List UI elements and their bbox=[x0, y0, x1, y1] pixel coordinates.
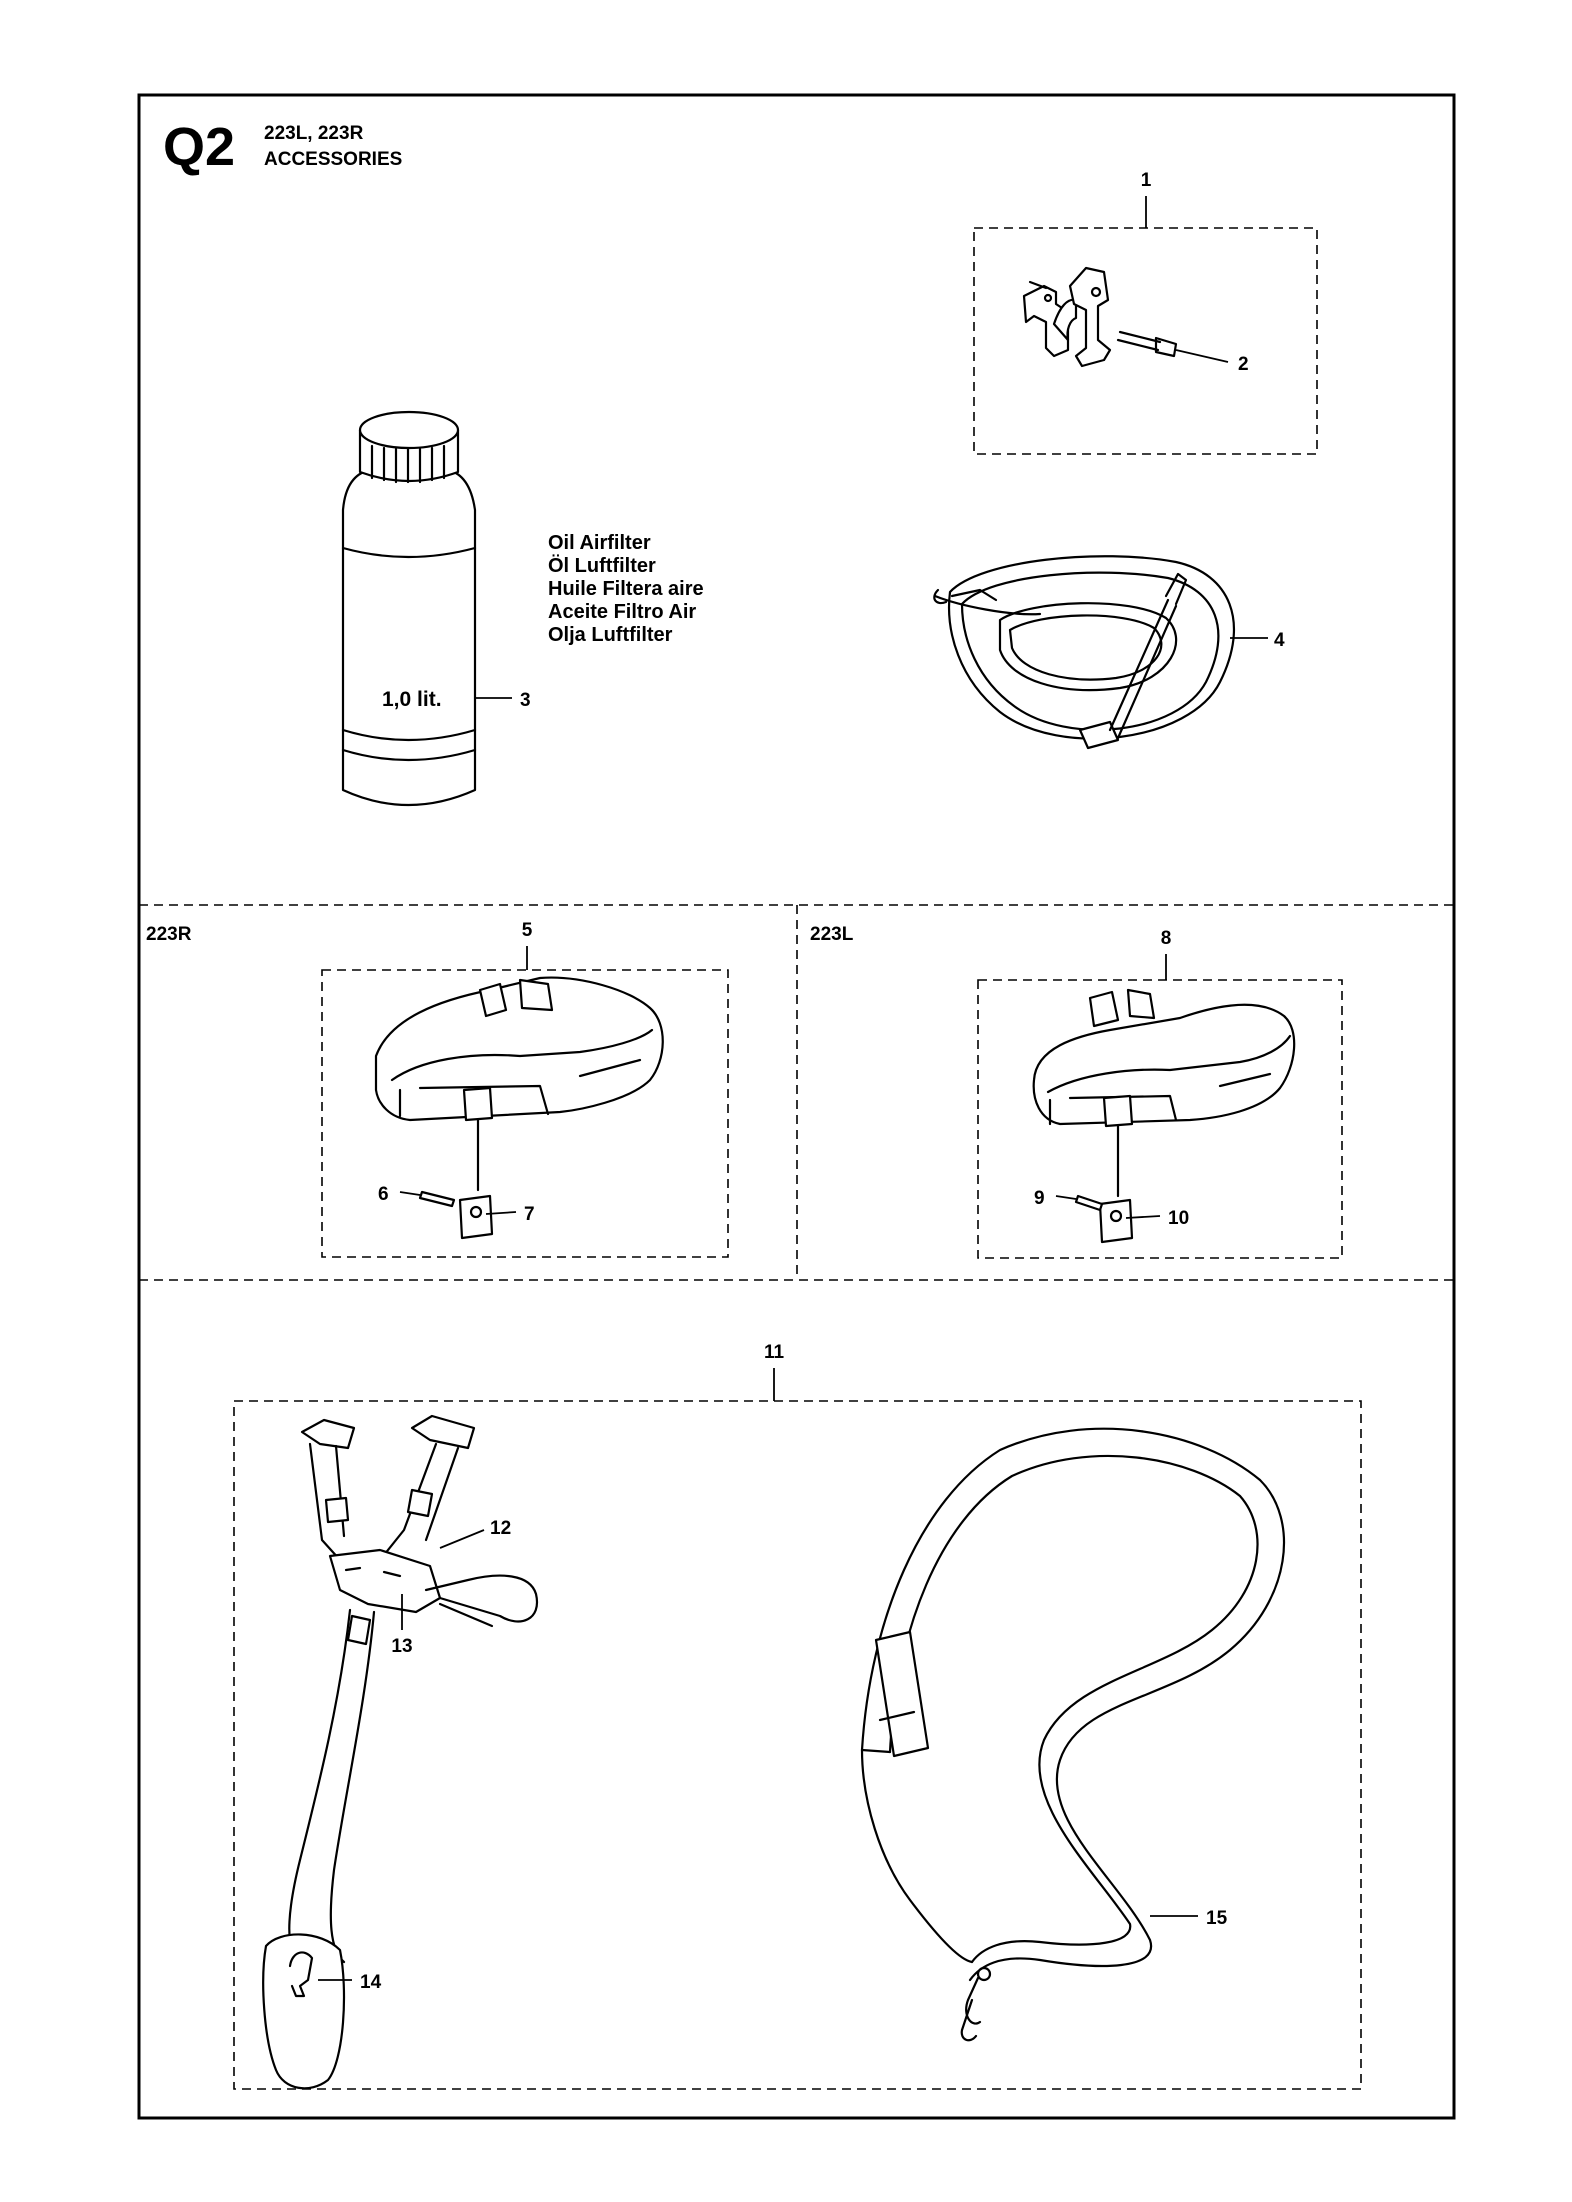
callout-9: 9 bbox=[1034, 1188, 1045, 1209]
harness-group-box bbox=[233, 1400, 1362, 2090]
callout-11: 11 bbox=[764, 1342, 785, 1363]
callout-10: 10 bbox=[1168, 1208, 1189, 1229]
strap-coil-icon bbox=[933, 555, 1268, 750]
model-list: 223L, 223R bbox=[264, 123, 364, 144]
section-title: ACCESSORIES bbox=[264, 149, 402, 170]
page-code: Q2 bbox=[163, 117, 235, 177]
section-223l-title: 223L bbox=[810, 924, 854, 945]
oil-desc-de: Öl Luftfilter bbox=[548, 554, 656, 577]
bottle-label: 1,0 lit. bbox=[382, 688, 442, 711]
oil-desc-sv: Olja Luftfilter bbox=[548, 624, 673, 646]
callout-14: 14 bbox=[360, 1972, 382, 1993]
oil-description: Oil Airfilter Öl Luftfilter Huile Filter… bbox=[548, 532, 704, 646]
oil-desc-en: Oil Airfilter bbox=[548, 532, 651, 554]
callout-1: 1 bbox=[1141, 170, 1152, 191]
page-border bbox=[137, 93, 1456, 2120]
callout-6: 6 bbox=[378, 1184, 389, 1205]
clamp-icon bbox=[1022, 266, 1229, 368]
neck-strap-icon bbox=[860, 1427, 1286, 2042]
oil-desc-es: Aceite Filtro Air bbox=[548, 601, 696, 623]
callout-7: 7 bbox=[524, 1204, 535, 1225]
callout-12: 12 bbox=[490, 1518, 511, 1539]
trimmer-guard-r-icon bbox=[374, 976, 664, 1240]
callout-2: 2 bbox=[1238, 354, 1249, 375]
callout-8: 8 bbox=[1161, 928, 1172, 949]
callout-15: 15 bbox=[1206, 1908, 1228, 1929]
oil-desc-fr: Huile Filtera aire bbox=[548, 578, 704, 600]
callout-13: 13 bbox=[391, 1636, 412, 1657]
clamp-group-box bbox=[973, 227, 1318, 455]
guard-r-box bbox=[321, 969, 729, 1258]
trimmer-guard-l-icon bbox=[1032, 988, 1296, 1244]
callout-3: 3 bbox=[520, 690, 531, 711]
callout-4: 4 bbox=[1274, 630, 1285, 651]
shoulder-harness-icon bbox=[262, 1414, 539, 2090]
section-223r-title: 223R bbox=[146, 924, 192, 945]
guard-l-box bbox=[977, 979, 1343, 1259]
oil-bottle-icon bbox=[341, 410, 512, 807]
callout-5: 5 bbox=[522, 920, 533, 941]
